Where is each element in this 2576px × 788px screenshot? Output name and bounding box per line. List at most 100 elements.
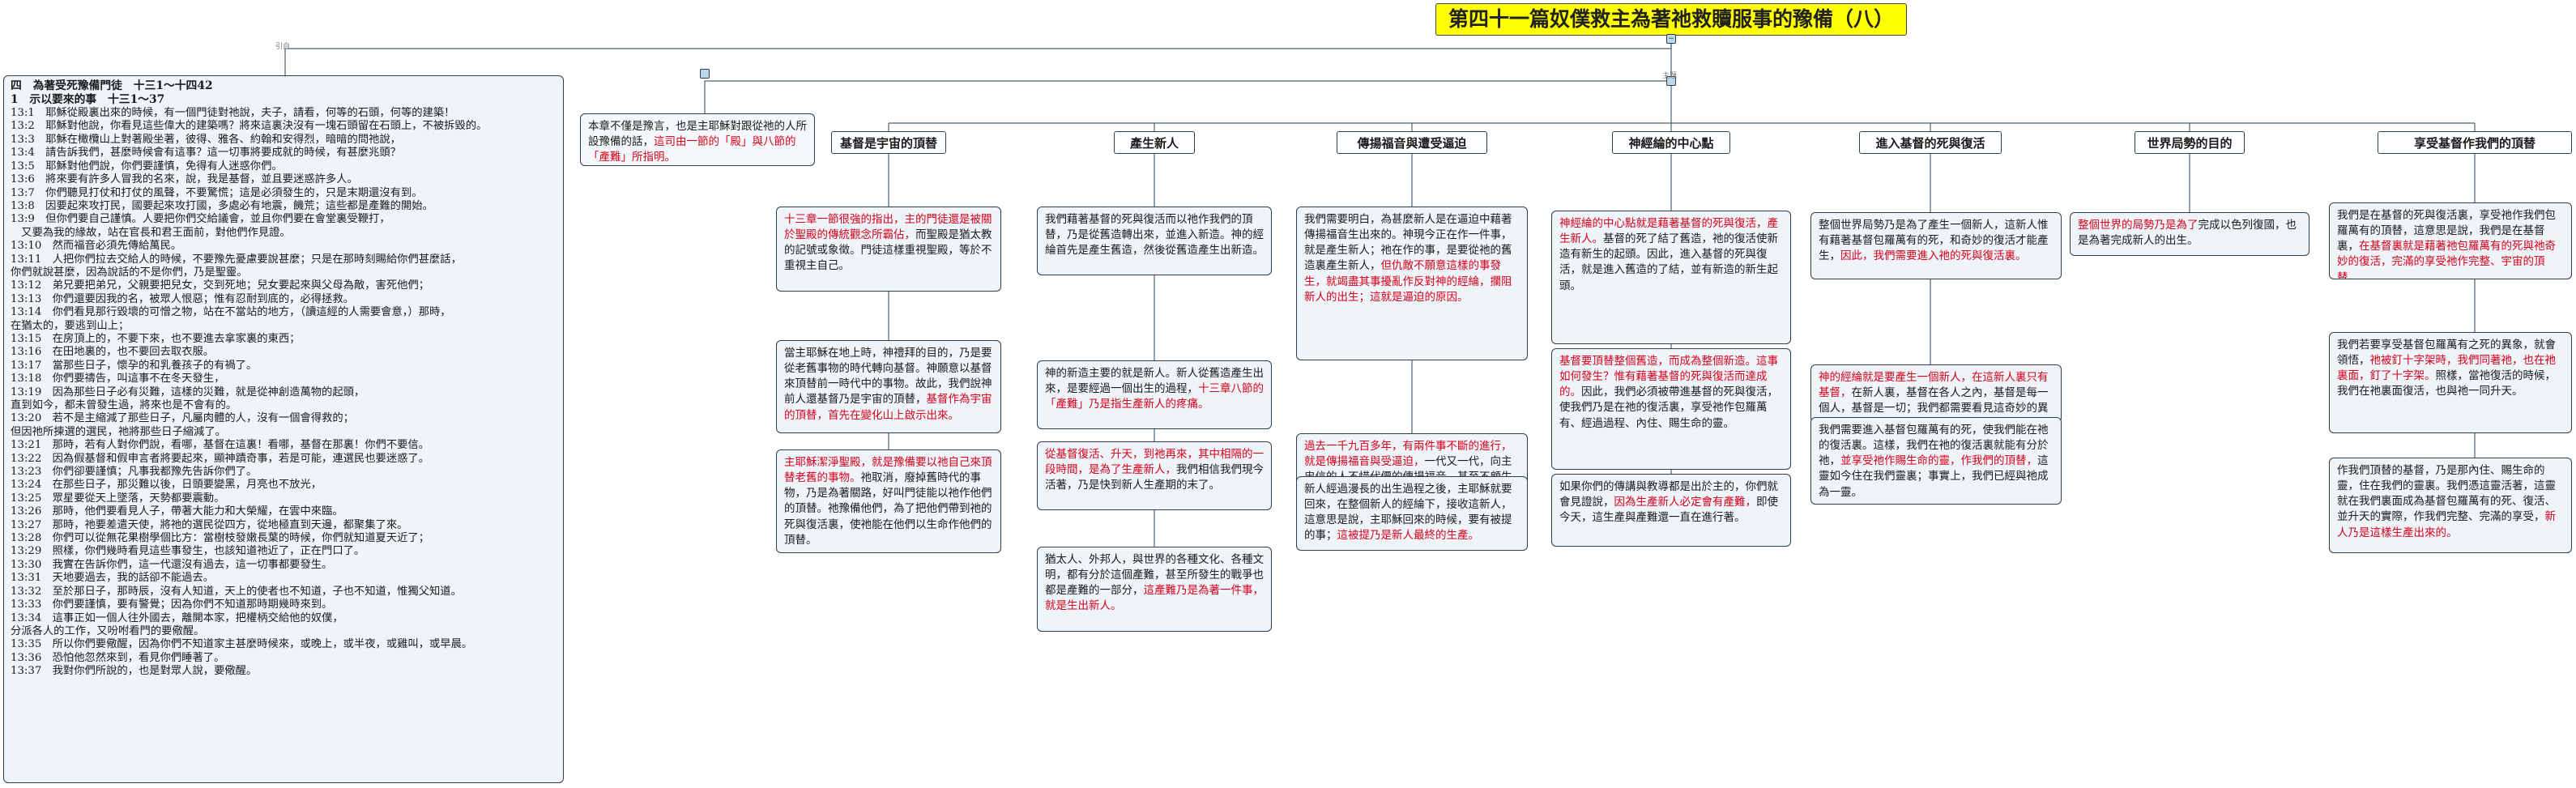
t2-note-2[interactable]: 神的新造主要的就是新人。新人從舊造產生出來，是要經過一個出生的過程，十三章八節的… <box>1037 360 1272 429</box>
verse-line: 13:19 因為那些日子必有災難，這樣的災難，就是從神創造萬物的起頭， <box>11 385 365 398</box>
connector-root-quote <box>284 37 1672 75</box>
topic-enjoy-christ-replacement[interactable]: 享受基督作我們的頂替 <box>2378 131 2572 154</box>
verse-line: 但因祂所揀選的選民，祂將那些日子縮減了。 <box>11 425 226 438</box>
topic-gospel-persecution[interactable]: 傳揚福音與遭受逼迫 <box>1337 131 1487 154</box>
expand-toggle-icon[interactable]: − <box>1666 34 1676 44</box>
t4-n2-red: 基督要頂替整個舊造，而成為整個新造。這事如何發生？惟有藉著基督的死與復活而達成的… <box>1559 355 1778 399</box>
t5-n1-red: 因此，我們需要進入祂的死與復活裏。 <box>1840 249 2027 263</box>
t2-n2-red: 十三章八節的「產難」乃是指生產新人的疼痛。 <box>1045 382 1264 411</box>
t2-n4-plain: 猶太人、外邦人，與世界的各種文化、各種文明，都有分於這個產難，甚至所發生的戰爭也… <box>1045 553 1264 598</box>
topic-enter-death-resurrection[interactable]: 進入基督的死與復活 <box>1859 131 2002 154</box>
t2-n3-plain: 我們相信我們現今活著，乃是快到新人生產期的末了。 <box>1045 463 1264 492</box>
verse-line: 13:12 弟兄要把弟兄，父親要把兒女，交到死地；兒女要起來與父母為敵，害死他們… <box>11 279 430 292</box>
t7-n1-plain: 我們是在基督的死與復活裏，享受祂作我們包羅萬有的頂替，這意思是說，我們是在基督裏… <box>2337 209 2556 253</box>
t7-n3-red: 新人乃是這樣生產出來的。 <box>2337 510 2556 539</box>
t7-note-3[interactable]: 作我們頂替的基督，乃是那內住、賜生命的靈，住在我們的靈裏。我們憑這靈活著，這靈就… <box>2329 458 2572 553</box>
verse-line: 又要為我的緣故，站在官長和君王面前，對他們作見證。 <box>11 226 291 239</box>
verse-line: 13:5 耶穌對他們說，你們要謹慎，免得有人迷惑你們。 <box>11 160 283 173</box>
t4-n3-red: 因為生產新人必定會有產難， <box>1614 496 1757 509</box>
t3-n3-plain: 新人經過漫長的出生過程之後，主耶穌就要回來，在整個新人的經綸下，接收這新人，這意… <box>1304 483 1512 543</box>
verse-line: 13:32 至於那日子，那時辰，沒有人知道，天上的使者也不知道，子也不知道，惟獨… <box>11 585 462 598</box>
verse-line: 13:3 耶穌在橄欖山上對著殿坐著，彼得、雅各、約翰和安得烈，暗暗的問祂說， <box>11 133 401 146</box>
t4-note-2[interactable]: 基督要頂替整個舊造，而成為整個新造。這事如何發生？惟有藉著基督的死與復活而達成的… <box>1551 348 1791 470</box>
t5-note-2[interactable]: 神的經綸就是要產生一個新人，在這新人裏只有基督，在新人裏，基督在各人之內，基督是… <box>1810 364 2062 423</box>
verse-line: 13:15 在房頂上的，不要下來，也不要進去拿家裏的東西； <box>11 332 301 345</box>
verse-line: 13:13 你們還要因我的名，被眾人恨惡；惟有忍耐到底的，必得拯救。 <box>11 292 354 305</box>
main-label: 主題 <box>1662 72 1678 80</box>
t1-n1-red: 十三章一節很強的指出，主的門徒還是被關於聖殿的傳統觀念所霸佔， <box>784 213 992 242</box>
verse-line: 13:35 所以你們要儆醒，因為你們不知道家主甚麼時候來，或晚上，或半夜，或雞叫… <box>11 638 473 651</box>
t6-note-1[interactable]: 整個世界的局勢乃是為了完成以色列復國，也是為著完成新人的出生。 <box>2070 212 2309 256</box>
verse-line: 13:24 在那些日子，那災難以後，日頭要變黑，月亮也不放光， <box>11 479 322 492</box>
connector-main-intro <box>704 80 1671 113</box>
scripture-panel[interactable]: 四 為著受死豫備門徒 十三1～十四42 1 示以要來的事 十三1～37 13:1… <box>3 75 564 783</box>
t1-n3-plain: 祂取消，廢掉舊時代的事物，乃是為著關路，好叫門徒能以祂作他們的頂替。祂豫備他們，… <box>784 471 992 547</box>
intro-red: 這司由一節的「殿」與八節的「產難」所指明。 <box>588 135 796 164</box>
t2-n1-plain: 我們藉著基督的死與復活而以祂作我們的頂替，乃是從舊造轉出來，並進入新造。神的經綸… <box>1045 213 1264 258</box>
t7-note-1[interactable]: 我們是在基督的死與復活裏，享受祂作我們包羅萬有的頂替，這意思是說，我們是在基督裏… <box>2329 202 2572 279</box>
t1-n1-plain: 而聖殿是猶太教的記號或象徵。門徒這樣重視聖殿，等於不重視主自己。 <box>784 228 992 273</box>
verse-line: 13:30 我實在告訴你們，這一代還沒有過去，這一切事都要發生。 <box>11 558 333 571</box>
verse-line: 13:9 但你們要自己謹慎。人要把你們交給議會，並且你們要在會堂裏受鞭打， <box>11 213 390 226</box>
t7-n2-plain2: 照樣，當祂復活的時候，我們在祂裏面復活，也與祂一同升天。 <box>2337 369 2556 398</box>
t2-n2-plain: 神的新造主要的就是新人。新人從舊造產生出來，是要經過一個出生的過程， <box>1045 367 1264 396</box>
scripture-subheading: 1 示以要來的事 十三1～37 <box>11 93 165 107</box>
main-topic-junction[interactable] <box>1666 76 1676 86</box>
t2-note-3[interactable]: 從基督復活、升天，到祂再來，其中相隔的一段時間，是為了生產新人，我們相信我們現今… <box>1037 441 1272 510</box>
verse-line: 13:28 你們可以從無花果樹學個比方：當樹枝發嫩長葉的時候，你們就知道夏天近了… <box>11 532 430 545</box>
t3-n3-red: 這被提乃是新人最終的生產。 <box>1337 529 1480 543</box>
t5-n1-plain: 整個世界局勢乃是為了產生一個新人，這新人惟有藉著基督包羅萬有的死，和奇妙的復活才… <box>1819 219 2049 263</box>
verse-line: 你們就說甚麼，因為說話的不是你們，乃是聖靈。 <box>11 266 248 279</box>
t1-n2-red: 基督作為宇宙的頂替，首先在變化山上啟示出來。 <box>784 393 992 422</box>
verse-line: 13:33 你們要謹慎，要有警覺；因為你們不知道那時期幾時來到。 <box>11 598 333 611</box>
t3-note-1[interactable]: 我們需要明白，為甚麼新人是在逼迫中藉著傳揚福音生出來的。神現今正在作一件事，就是… <box>1296 207 1528 360</box>
verse-line: 13:7 你們聽見打仗和打仗的風聲，不要驚慌；這是必須發生的，只是末期還沒有到。 <box>11 186 423 199</box>
t2-note-1[interactable]: 我們藉著基督的死與復活而以祂作我們的頂替，乃是從舊造轉出來，並進入新造。神的經綸… <box>1037 207 1272 275</box>
verse-line: 13:1 耶穌從殿裏出來的時候，有一個門徒對祂說，夫子，請看，何等的石頭，何等的… <box>11 107 455 120</box>
t5-note-1[interactable]: 整個世界局勢乃是為了產生一個新人，這新人惟有藉著基督包羅萬有的死，和奇妙的復活才… <box>1810 212 2062 279</box>
verse-line: 13:31 天地要過去，我的話卻不能過去。 <box>11 572 215 585</box>
t2-n4-red: 這產難乃是為著一件事，就是生出新人。 <box>1045 584 1264 613</box>
t7-n3-plain: 作我們頂替的基督，乃是那內住、賜生命的靈，住在我們的靈裏。我們憑這靈活著，這靈就… <box>2337 464 2556 524</box>
t1-note-2[interactable]: 當主耶穌在地上時，神禮拜的目的，乃是要從老舊事物的時代轉向基督。神願意以基督來頂… <box>776 340 1001 433</box>
t5-note-3[interactable]: 我們需要進入基督包羅萬有的死，使我們能在祂的復活裏。這樣，我們在祂的復活裏就能有… <box>1810 417 2062 505</box>
verse-line: 13:6 將來要有許多人冒我的名來，說，我是基督，並且要迷惑許多人。 <box>11 173 358 186</box>
verse-line: 13:29 照樣，你們幾時看見這些事發生，也該知道祂近了，正在門口了。 <box>11 545 365 558</box>
scripture-heading: 四 為著受死豫備門徒 十三1～十四42 <box>11 79 213 92</box>
intro-note[interactable]: 本章不僅是豫言，也是主耶穌對跟從祂的人所設豫備的話，這司由一節的「殿」與八節的「… <box>580 113 815 166</box>
t7-note-2[interactable]: 我們若要享受基督包羅萬有之死的異象，就會領悟，祂被釘十字架時，我們同著祂，也在祂… <box>2329 332 2572 433</box>
t3-n1-red: 但仇敵不願意這樣的事發生，就竭盡其事擾亂作反對神的經綸，攔阻新人的出生；這就是逼… <box>1304 259 1512 304</box>
intro-plain: 本章不僅是豫言，也是主耶穌對跟從祂的人所設豫備的話， <box>588 120 807 149</box>
t1-n3-red: 主耶穌潔淨聖殿，就是豫備要以祂自己來頂替老舊的事物。 <box>784 456 992 485</box>
intro-junction[interactable] <box>700 69 710 79</box>
t4-n1-red: 神經綸的中心點就是藉著基督的死與復活，產生新人。 <box>1559 217 1778 246</box>
t5-n3-red: 並享受祂作賜生命的靈，作我們的頂替， <box>1840 454 2037 468</box>
verse-line: 13:16 在田地裏的，也不要回去取衣服。 <box>11 346 215 359</box>
topic-center-of-economy[interactable]: 神經綸的中心點 <box>1612 131 1730 154</box>
topic-universal-replacement[interactable]: 基督是宇宙的頂替 <box>831 131 946 154</box>
t3-note-3[interactable]: 新人經過漫長的出生過程之後，主耶穌就要回來，在整個新人的經綸下，接收這新人，這意… <box>1296 476 1528 551</box>
t5-n2-red: 神的經綸就是要產生一個新人，在這新人裏只有基督， <box>1819 371 2049 400</box>
root-title[interactable]: 第四十一篇奴僕救主為著祂救贖服事的豫備（八） <box>1435 3 1907 36</box>
t6-n1-plain: 完成以色列復國，也是為著完成新人的出生。 <box>2078 219 2297 248</box>
t1-note-3[interactable]: 主耶穌潔淨聖殿，就是豫備要以祂自己來頂替老舊的事物。祂取消，廢掉舊時代的事物，乃… <box>776 449 1001 553</box>
t4-n2-plain: 因此，我們必須被帶進基督的死與復活，使我們乃是在祂的復活裏，享受祂作包羅萬有、經… <box>1559 385 1778 430</box>
verse-line: 13:4 請告訴我們，甚麼時候會有這事？這一切事將要成就的時候，有甚麼兆頭？ <box>11 147 401 160</box>
verse-line: 13:37 我對你們所說的，也是對眾人說，要儆醒。 <box>11 665 258 678</box>
t4-note-1[interactable]: 神經綸的中心點就是藉著基督的死與復活，產生新人。基督的死了結了舊造，祂的復活使新… <box>1551 211 1791 344</box>
topic-world-situation[interactable]: 世界局勢的目的 <box>2135 131 2245 154</box>
verse-line: 13:27 那時，祂要差遣天使，將祂的選民從四方，從地極直到天邊，都聚集了來。 <box>11 518 408 531</box>
verse-line: 13:17 當那些日子，懷孕的和乳養孩子的有禍了。 <box>11 359 258 372</box>
t1-note-1[interactable]: 十三章一節很強的指出，主的門徒還是被關於聖殿的傳統觀念所霸佔，而聖殿是猶太教的記… <box>776 207 1001 292</box>
t7-n1-red: 在基督裏就是藉著祂包羅萬有的死與祂奇妙的復活，完滿的享受祂作完整、宇宙的頂替。 <box>2337 240 2556 279</box>
topic-produce-new-man[interactable]: 產生新人 <box>1114 131 1195 154</box>
verse-line: 13:10 然而福音必須先傳給萬民。 <box>11 240 182 253</box>
verse-line: 13:36 恐怕他忽然來到，看見你們睡著了。 <box>11 651 225 664</box>
t5-n2-plain: 在新人裏，基督在各人之內，基督是每一個人，基督是一切；我們都需要看見這奇妙的異象… <box>1819 386 2049 422</box>
quote-label: 引自 <box>275 43 291 51</box>
t3-n1-plain: 我們需要明白，為甚麼新人是在逼迫中藉著傳揚福音生出來的。神現今正在作一件事，就是… <box>1304 213 1512 273</box>
t5-n3-plain: 我們需要進入基督包羅萬有的死，使我們能在祂的復活裏。這樣，我們在祂的復活裏就能有… <box>1819 424 2049 468</box>
verse-line: 13:8 因要起來攻打民，國要起來攻打國，多處必有地震，饑荒；這些都是產難的開始… <box>11 199 433 212</box>
t2-note-4[interactable]: 猶太人、外邦人，與世界的各種文化、各種文明，都有分於這個產難，甚至所發生的戰爭也… <box>1037 547 1272 632</box>
t4-note-3[interactable]: 如果你們的傳講與教導都是出於主的，你們就會見證說，因為生產新人必定會有產難，即使… <box>1551 474 1791 547</box>
